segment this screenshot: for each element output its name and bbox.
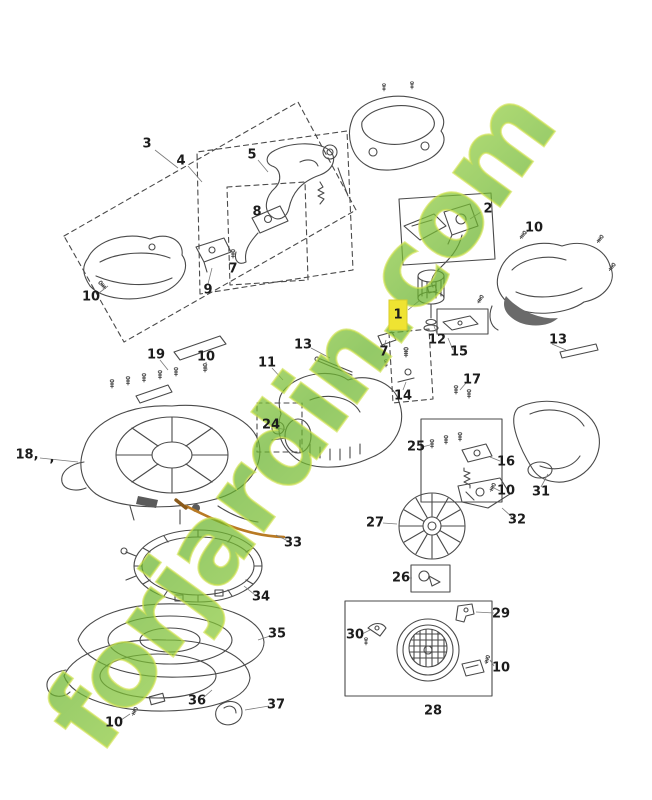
gasket-strip-drawing bbox=[109, 335, 227, 404]
part-label-27[interactable]: 27 bbox=[365, 515, 385, 531]
part-label-35[interactable]: 35 bbox=[267, 626, 287, 642]
blower-housing-drawing bbox=[271, 372, 403, 468]
screws-14-17-drawing bbox=[397, 347, 472, 399]
part-label-37[interactable]: 37 bbox=[266, 697, 286, 713]
part-label-comma: , bbox=[49, 450, 55, 466]
clamp-ring-drawing bbox=[120, 529, 263, 603]
part-label-10-a[interactable]: 10 bbox=[81, 289, 101, 305]
part-label-31[interactable]: 31 bbox=[531, 484, 551, 500]
mount-bracket-drawing bbox=[457, 477, 511, 509]
part-label-34[interactable]: 34 bbox=[251, 589, 271, 605]
part-label-7-b[interactable]: 7 bbox=[379, 344, 389, 360]
part-label-12[interactable]: 12 bbox=[427, 332, 447, 348]
starter-assembly-drawing bbox=[364, 603, 491, 682]
part-label-2[interactable]: 2 bbox=[483, 201, 493, 217]
part-label-33[interactable]: 33 bbox=[283, 535, 303, 551]
leader-lines bbox=[39, 149, 567, 721]
part-label-32[interactable]: 32 bbox=[507, 512, 527, 528]
part-label-1[interactable]: 1 bbox=[388, 299, 408, 331]
part-label-10-e[interactable]: 10 bbox=[491, 660, 511, 676]
solid-group-boxes bbox=[344, 192, 503, 697]
part-label-13-a[interactable]: 13 bbox=[293, 337, 313, 353]
part-label-13-b[interactable]: 13 bbox=[548, 332, 568, 348]
part-label-16[interactable]: 16 bbox=[496, 454, 516, 470]
handle-top-cover-drawing bbox=[348, 81, 445, 171]
part-label-7-a[interactable]: 7 bbox=[228, 261, 238, 277]
impeller-drawing bbox=[398, 492, 466, 560]
part-label-14[interactable]: 14 bbox=[393, 388, 413, 404]
part-label-3[interactable]: 3 bbox=[142, 136, 152, 152]
part-label-10-d[interactable]: 10 bbox=[496, 483, 516, 499]
armature-drawing bbox=[417, 269, 445, 332]
part-label-11[interactable]: 11 bbox=[257, 355, 277, 371]
part-label-24[interactable]: 24 bbox=[261, 417, 281, 433]
part-label-8[interactable]: 8 bbox=[252, 204, 262, 220]
part-label-28[interactable]: 28 bbox=[423, 703, 443, 719]
part-label-5[interactable]: 5 bbox=[247, 147, 257, 163]
handle-grip-drawing bbox=[265, 143, 349, 220]
small-screw-7-drawing bbox=[377, 331, 397, 368]
elbow-tube-drawing bbox=[513, 400, 600, 483]
fastener-box-drawing bbox=[429, 432, 493, 489]
part-label-29[interactable]: 29 bbox=[491, 606, 511, 622]
deflector-hook-drawing bbox=[215, 700, 243, 726]
lever-plate-drawing bbox=[442, 294, 485, 331]
part-label-18[interactable]: 18, bbox=[15, 447, 39, 463]
part-label-30[interactable]: 30 bbox=[345, 627, 365, 643]
part-label-4[interactable]: 4 bbox=[176, 153, 186, 169]
part-label-10-c[interactable]: 10 bbox=[196, 349, 216, 365]
throttle-rod-drawing bbox=[314, 356, 353, 376]
trigger-switch-drawing bbox=[230, 205, 289, 264]
part-label-15[interactable]: 15 bbox=[449, 344, 469, 360]
starter-pawl-drawing bbox=[418, 570, 441, 587]
housing-cover-drawing bbox=[83, 235, 232, 300]
part-label-26[interactable]: 26 bbox=[391, 570, 411, 586]
part-label-36[interactable]: 36 bbox=[187, 693, 207, 709]
part-label-10-b[interactable]: 10 bbox=[524, 220, 544, 236]
rear-housing-drawing bbox=[489, 230, 617, 359]
part-label-10-f[interactable]: 10 bbox=[104, 715, 124, 731]
part-label-25[interactable]: 25 bbox=[406, 439, 426, 455]
volute-housing-drawing bbox=[61, 404, 261, 525]
part-label-17[interactable]: 17 bbox=[462, 372, 482, 388]
part-label-19[interactable]: 19 bbox=[146, 347, 166, 363]
throttle-cable-drawing bbox=[174, 498, 286, 539]
lower-housing-drawing bbox=[46, 603, 265, 717]
part-label-9[interactable]: 9 bbox=[203, 282, 213, 298]
